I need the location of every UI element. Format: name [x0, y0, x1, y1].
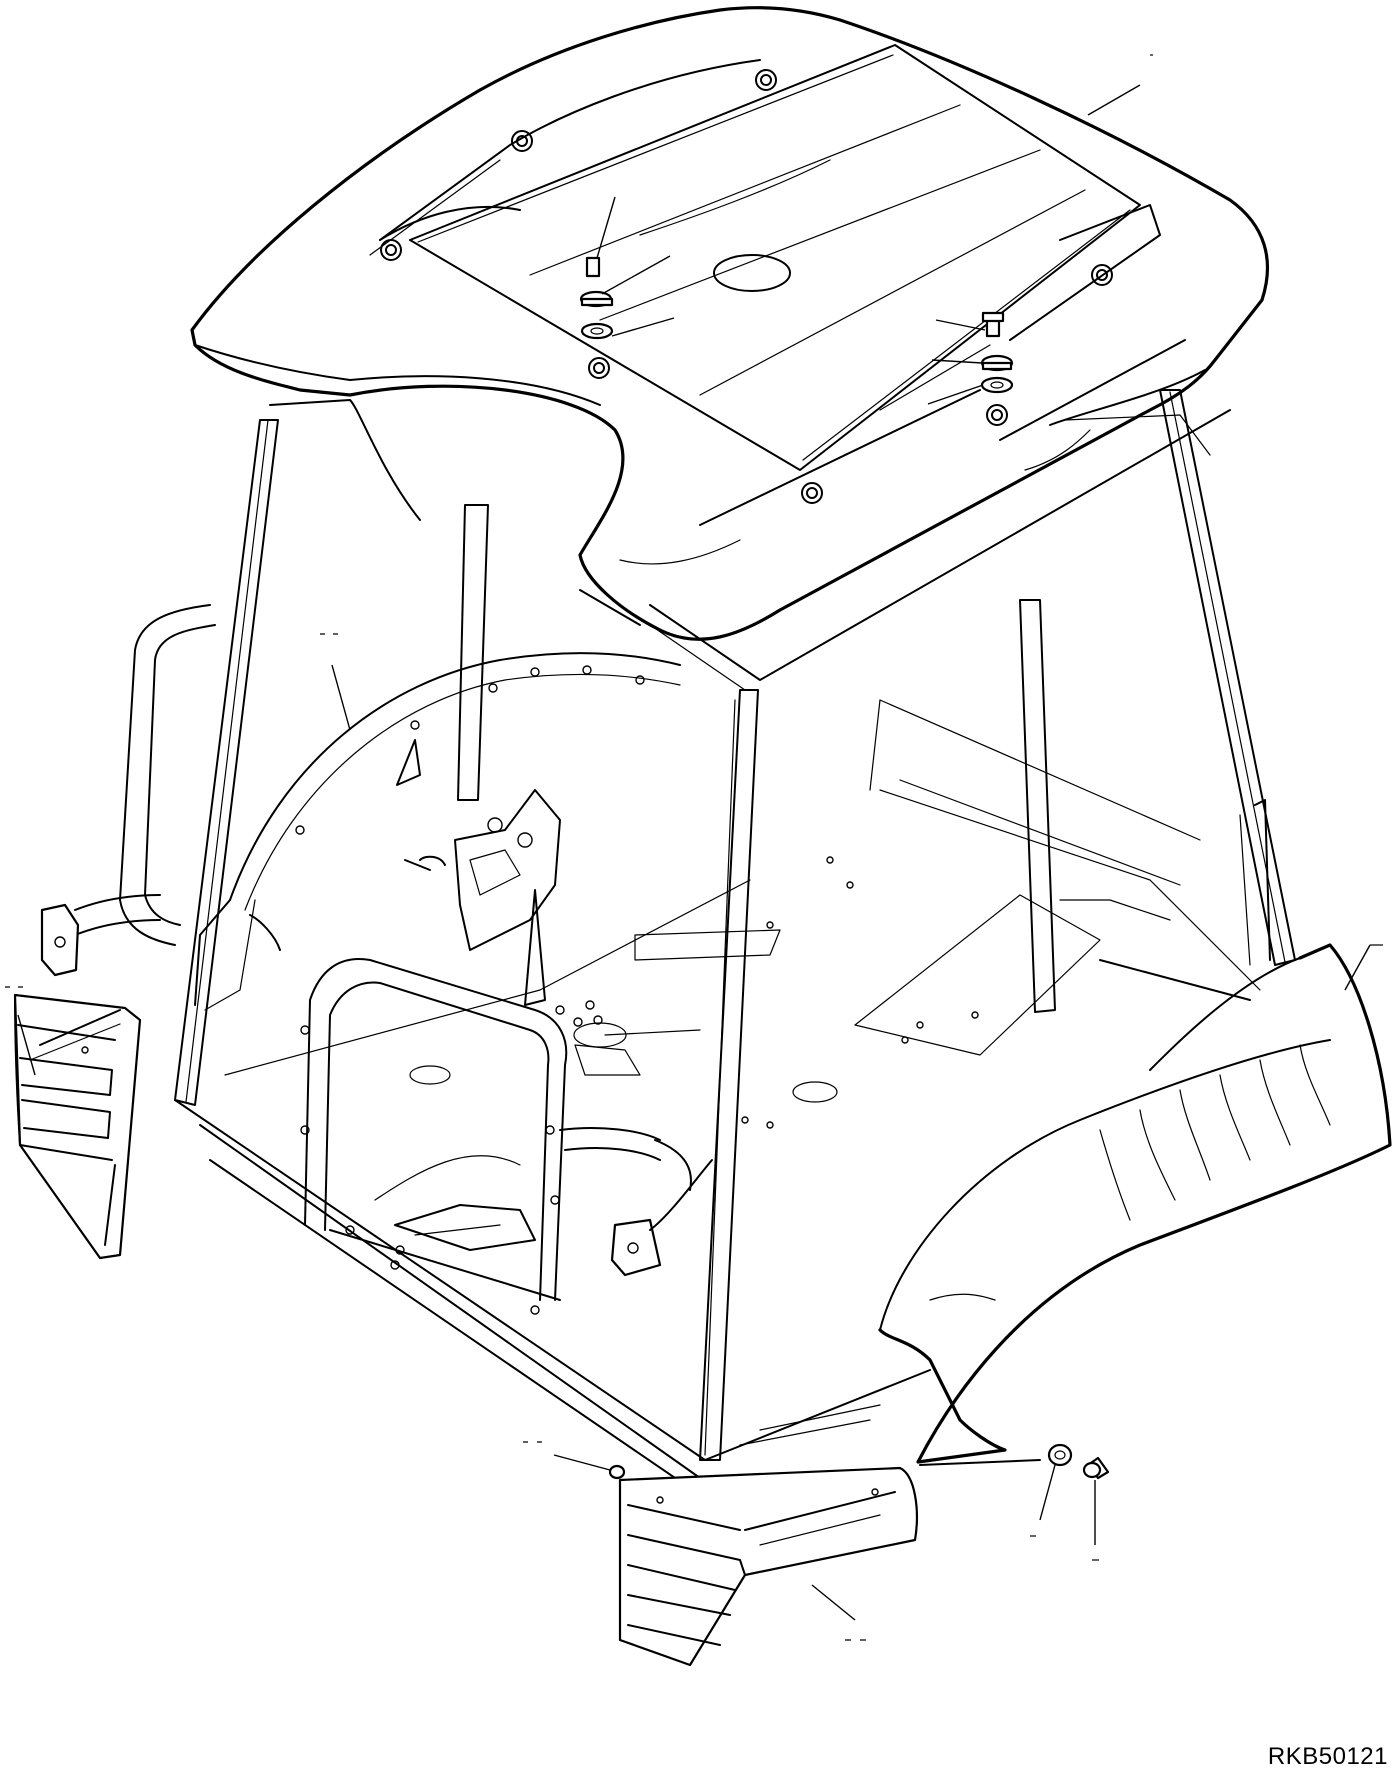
roof-panel: [190, 6, 1270, 641]
leader-lines: [17, 84, 1371, 1621]
control-mount-bracket: [404, 789, 561, 1006]
right-inner-guard: [1099, 799, 1271, 1001]
fender-mount-hardware: [1047, 1443, 1110, 1480]
step-cover-bolt: [608, 1464, 626, 1480]
cab-frame: [174, 389, 1296, 1496]
roof-mount-hardware-right: [980, 311, 1014, 394]
left-front-step-cover: [13, 993, 142, 1260]
front-right-handrail: [559, 1127, 713, 1277]
drawing-reference-code: RKB50121: [1267, 1743, 1388, 1770]
item-label-marks: [5, 54, 1383, 1641]
right-rear-fender: [878, 943, 1392, 1466]
roof-mount-hardware-left: [579, 256, 614, 340]
front-step-cover: [618, 1466, 918, 1667]
front-guard-frame: [300, 958, 568, 1315]
rear-fender-arch: [194, 652, 681, 1011]
left-handrail: [40, 604, 216, 977]
